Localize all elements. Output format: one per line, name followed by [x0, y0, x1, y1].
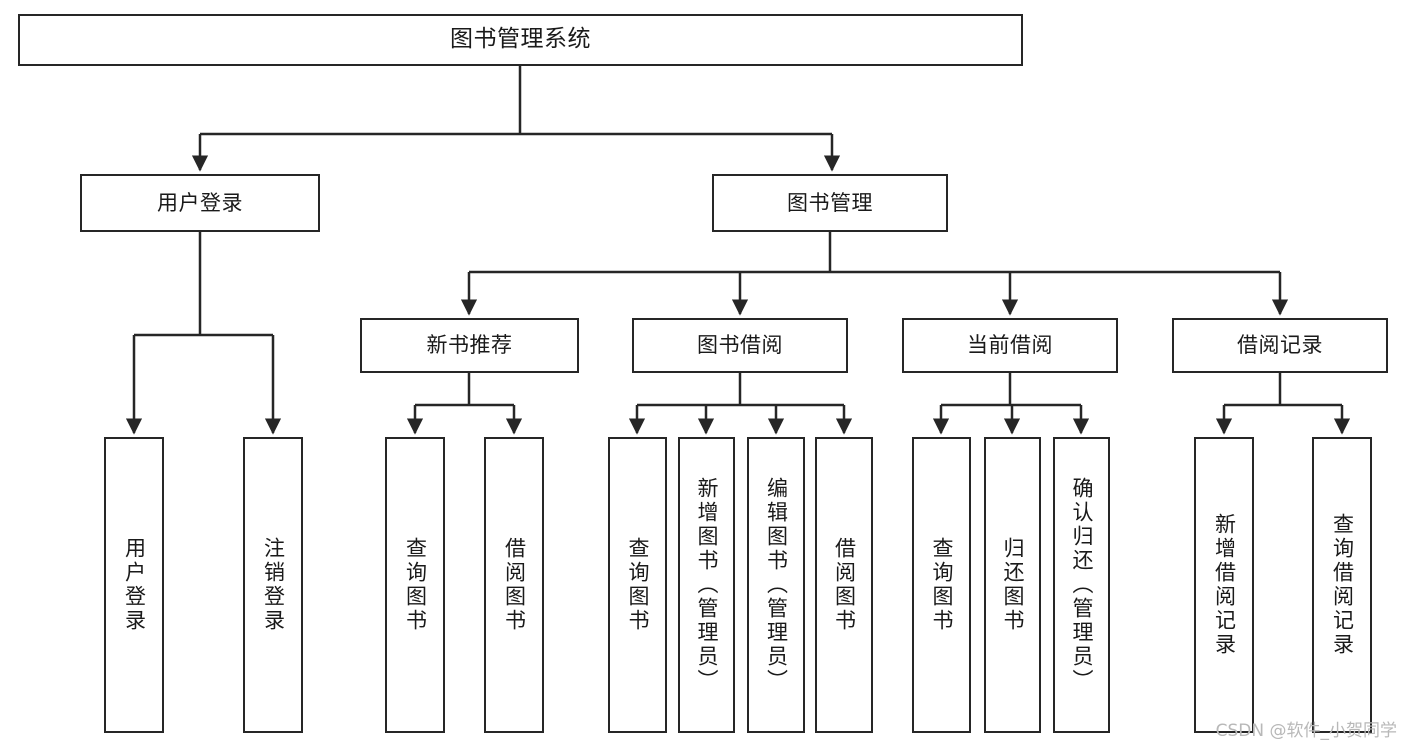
- node-leaf-borrow-book-1[interactable]: 借阅图书: [484, 437, 544, 733]
- node-user-login-label: 用户登录: [157, 190, 243, 215]
- csdn-watermark: CSDN @软件_小贺同学: [1215, 721, 1397, 741]
- node-leaf-query-borrow-record[interactable]: 查询借阅记录: [1312, 437, 1372, 733]
- node-leaf-confirm-return[interactable]: 确认归还（管理员）: [1053, 437, 1110, 733]
- node-book-management-label: 图书管理: [787, 190, 873, 215]
- node-leaf-user-login-label: 用户登录: [122, 537, 147, 633]
- node-borrow-record-label: 借阅记录: [1237, 333, 1323, 358]
- node-root-label: 图书管理系统: [450, 26, 591, 53]
- node-leaf-add-book-label: 新增图书（管理员）: [695, 477, 719, 693]
- node-leaf-query-book-2-label: 查询图书: [626, 537, 650, 633]
- node-book-management[interactable]: 图书管理: [712, 174, 948, 232]
- node-leaf-borrow-book-1-label: 借阅图书: [502, 537, 527, 633]
- node-leaf-user-login[interactable]: 用户登录: [104, 437, 164, 733]
- node-current-borrow[interactable]: 当前借阅: [902, 318, 1118, 373]
- node-leaf-borrow-book-2-label: 借阅图书: [832, 537, 857, 633]
- node-leaf-edit-book[interactable]: 编辑图书（管理员）: [747, 437, 805, 733]
- node-leaf-add-borrow-record[interactable]: 新增借阅记录: [1194, 437, 1254, 733]
- node-borrow-record[interactable]: 借阅记录: [1172, 318, 1388, 373]
- node-leaf-query-book-2[interactable]: 查询图书: [608, 437, 667, 733]
- node-book-borrow-label: 图书借阅: [697, 333, 783, 358]
- node-new-book-recommend[interactable]: 新书推荐: [360, 318, 579, 373]
- node-leaf-add-book[interactable]: 新增图书（管理员）: [678, 437, 735, 733]
- node-root-system[interactable]: 图书管理系统: [18, 14, 1023, 66]
- node-book-borrow[interactable]: 图书借阅: [632, 318, 848, 373]
- node-user-login[interactable]: 用户登录: [80, 174, 320, 232]
- node-leaf-query-book-1-label: 查询图书: [403, 537, 428, 633]
- node-leaf-query-book-3[interactable]: 查询图书: [912, 437, 971, 733]
- node-leaf-query-book-1[interactable]: 查询图书: [385, 437, 445, 733]
- node-leaf-logout-login[interactable]: 注销登录: [243, 437, 303, 733]
- node-leaf-confirm-return-label: 确认归还（管理员）: [1070, 477, 1094, 693]
- node-leaf-return-book[interactable]: 归还图书: [984, 437, 1041, 733]
- node-leaf-query-borrow-record-label: 查询借阅记录: [1330, 513, 1355, 657]
- node-leaf-borrow-book-2[interactable]: 借阅图书: [815, 437, 873, 733]
- node-leaf-logout-login-label: 注销登录: [261, 537, 286, 633]
- node-current-borrow-label: 当前借阅: [967, 333, 1053, 358]
- node-new-book-recommend-label: 新书推荐: [426, 333, 513, 358]
- node-leaf-query-book-3-label: 查询图书: [930, 537, 954, 633]
- node-leaf-return-book-label: 归还图书: [1001, 537, 1025, 633]
- node-leaf-edit-book-label: 编辑图书（管理员）: [764, 477, 789, 693]
- node-leaf-add-borrow-record-label: 新增借阅记录: [1212, 513, 1237, 657]
